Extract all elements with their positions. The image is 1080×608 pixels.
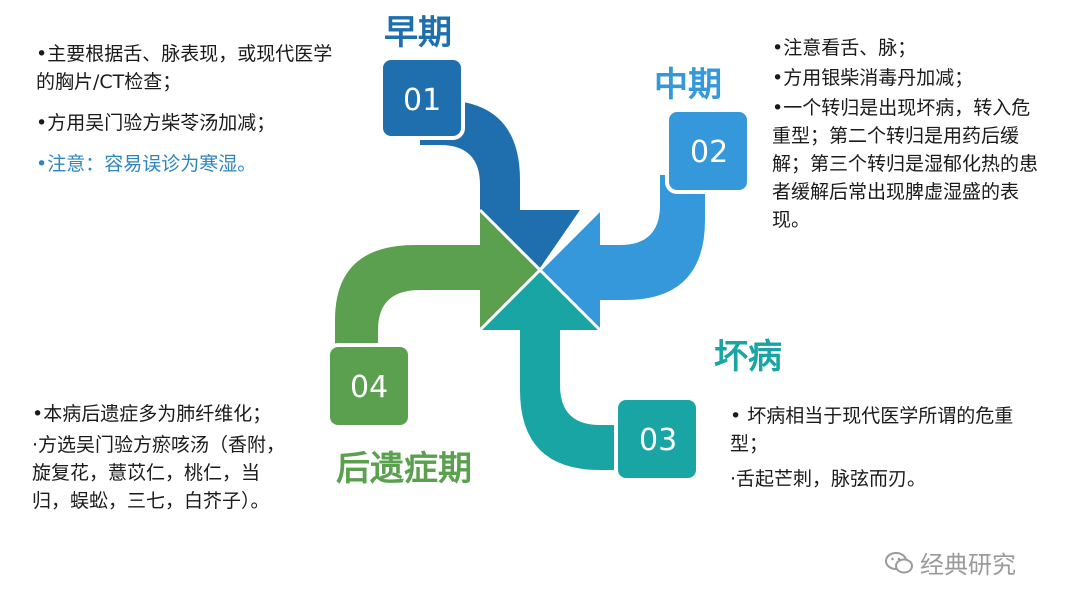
middle-line-2: •方用银柴消毒丹加减； — [772, 67, 974, 89]
stage-title-sequelae: 后遗症期 — [336, 449, 472, 489]
wechat-icon — [885, 551, 913, 573]
box-03 — [614, 396, 700, 482]
arrow-02 — [540, 175, 705, 330]
early-note: •注意：容易误诊为寒湿。 — [36, 153, 257, 175]
stage-number-02: 02 — [690, 135, 729, 170]
sequelae-line-1: •本病后遗症多为肺纤维化； — [32, 403, 272, 425]
stage-number-04: 04 — [350, 370, 389, 405]
middle-line-3: •一个转归是出现坏病，转入危重型；第二个转归是用药后缓解；第三个转归是湿郁化热的… — [772, 97, 1039, 231]
stage-number-03: 03 — [639, 423, 678, 458]
arrow-04 — [335, 210, 540, 350]
stage-title-middle: 中期 — [654, 65, 722, 105]
early-line-2: •方用吴门验方柴苓汤加减； — [36, 112, 276, 134]
stage-title-bad: 坏病 — [714, 337, 782, 377]
stage-number-01: 01 — [403, 83, 442, 118]
bad-line-1: • 坏病相当于现代医学所谓的危重型； — [730, 405, 1014, 455]
sequelae-line-2: ·方选吴门验方瘀咳汤（香附，旋复花，薏苡仁，桃仁，当归，蜈蚣，三七，白芥子）。 — [32, 434, 286, 512]
stage-title-early: 早期 — [384, 13, 452, 53]
early-line-1: •主要根据舌、脉表现，或现代医学的胸片/CT检查； — [36, 43, 333, 93]
wechat-watermark: 经典研究 — [884, 545, 1016, 580]
bad-stage-text: • 坏病相当于现代医学所谓的危重型； ·舌起芒刺，脉弦而刃。 — [730, 402, 1045, 500]
box-02 — [665, 108, 751, 194]
middle-line-1: •注意看舌、脉； — [772, 37, 917, 59]
sequelae-stage-text: •本病后遗症多为肺纤维化； ·方选吴门验方瘀咳汤（香附，旋复花，薏苡仁，桃仁，当… — [32, 400, 294, 518]
box-01 — [379, 56, 465, 140]
middle-stage-text: •注意看舌、脉； •方用银柴消毒丹加减； •一个转归是出现坏病，转入危重型；第二… — [772, 34, 1047, 236]
arrow-03 — [480, 270, 630, 470]
early-stage-text: •主要根据舌、脉表现，或现代医学的胸片/CT检查； •方用吴门验方柴苓汤加减； … — [36, 40, 351, 191]
bad-line-2: ·舌起芒刺，脉弦而刃。 — [730, 468, 927, 490]
watermark-text: 经典研究 — [920, 551, 1016, 579]
arrow-01 — [420, 100, 580, 268]
box-04 — [326, 343, 412, 429]
